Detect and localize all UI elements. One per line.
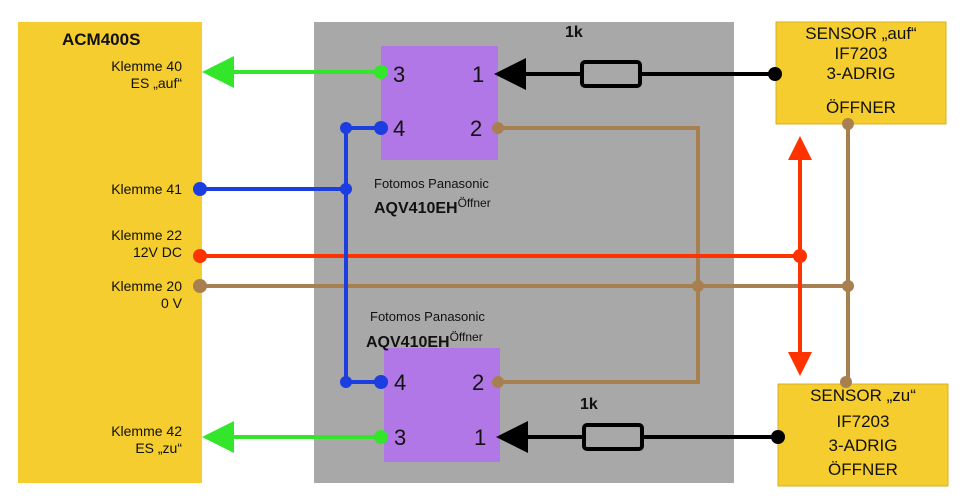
wire-junction [692,280,704,292]
relay-bottom-model-text: AQV410EH [366,334,450,351]
wire-junction [340,122,352,134]
controller-block [18,22,202,483]
wire-junction [340,376,352,388]
relay-top-pin-2: 2 [470,116,483,141]
relay-top-model-suffix: Öffner [457,196,491,210]
green-wires [202,56,381,453]
relay-top-pin-3: 3 [393,62,406,87]
relay-bottom-pin-4: 4 [394,370,407,395]
sensor-zu-line3: 3-ADRIG [828,436,898,455]
relay-bottom-pin-1: 1 [474,425,487,450]
relay-panel [314,22,734,483]
relay-bottom-model: AQV410EHÖffner [366,330,483,352]
relay-top-pin-4: 4 [393,116,406,141]
wire-junction [768,67,782,81]
terminal-20-label: Klemme 20 [111,278,182,294]
relay-bottom [384,348,500,462]
relay-bottom-pin-2: 2 [472,370,485,395]
terminal-41-label: Klemme 41 [111,181,182,197]
terminal-22-label: Klemme 22 [111,227,182,243]
wire-junction [842,280,854,292]
terminal-22-sub: 12V DC [132,244,182,260]
wire-junction [793,249,807,263]
relay-top-model: AQV410EHÖffner [374,196,491,218]
terminal-42-sub: ES „zu“ [135,440,182,456]
black-wires [494,58,778,453]
relay-top-maker: Fotomos Panasonic [374,176,489,191]
sensor-auf-line2: IF7203 [834,44,888,63]
wire-junction [492,122,504,134]
sensor-zu-line2: IF7203 [836,412,890,431]
wire-junction [771,430,785,444]
sensor-zu-line1: SENSOR „zu“ [810,386,916,405]
red-wires [200,136,812,376]
sensor-zu-line4: ÖFFNER [828,460,898,479]
wire-junction [374,430,388,444]
sensor-zu-block [777,383,949,487]
wire-junction [374,65,388,79]
relay-top [381,46,498,160]
relay-bottom-pin-3: 3 [394,425,407,450]
resistor-top [580,60,642,88]
wire-junction [340,183,352,195]
terminal-42-label: Klemme 42 [111,423,182,439]
sensor-auf-line4: ÖFFNER [826,98,896,117]
terminal-40-label: Klemme 40 [111,58,182,74]
wire-junction [374,121,388,135]
wire-junction [492,376,504,388]
wire-junction [193,182,207,196]
wire-junction [374,375,388,389]
resistor-top-label: 1k [565,24,583,41]
wire-junction [840,376,852,388]
wire-junction [842,118,854,130]
resistor-bottom [582,423,644,451]
wire-junction [193,249,207,263]
relay-top-model-text: AQV410EH [374,200,458,217]
sensor-auf-block [775,21,947,125]
relay-bottom-maker: Fotomos Panasonic [370,309,485,324]
relay-top-pin-1: 1 [472,62,485,87]
controller-title: ACM400S [62,30,141,49]
resistor-bottom-label: 1k [580,396,598,413]
sensor-auf-line3: 3-ADRIG [826,64,896,83]
sensor-auf-line1: SENSOR „auf“ [805,24,917,43]
terminal-20-sub: 0 V [160,295,182,311]
wire-junction [193,279,207,293]
relay-bottom-model-suffix: Öffner [449,330,483,344]
terminal-40-sub: ES „auf“ [130,75,182,91]
